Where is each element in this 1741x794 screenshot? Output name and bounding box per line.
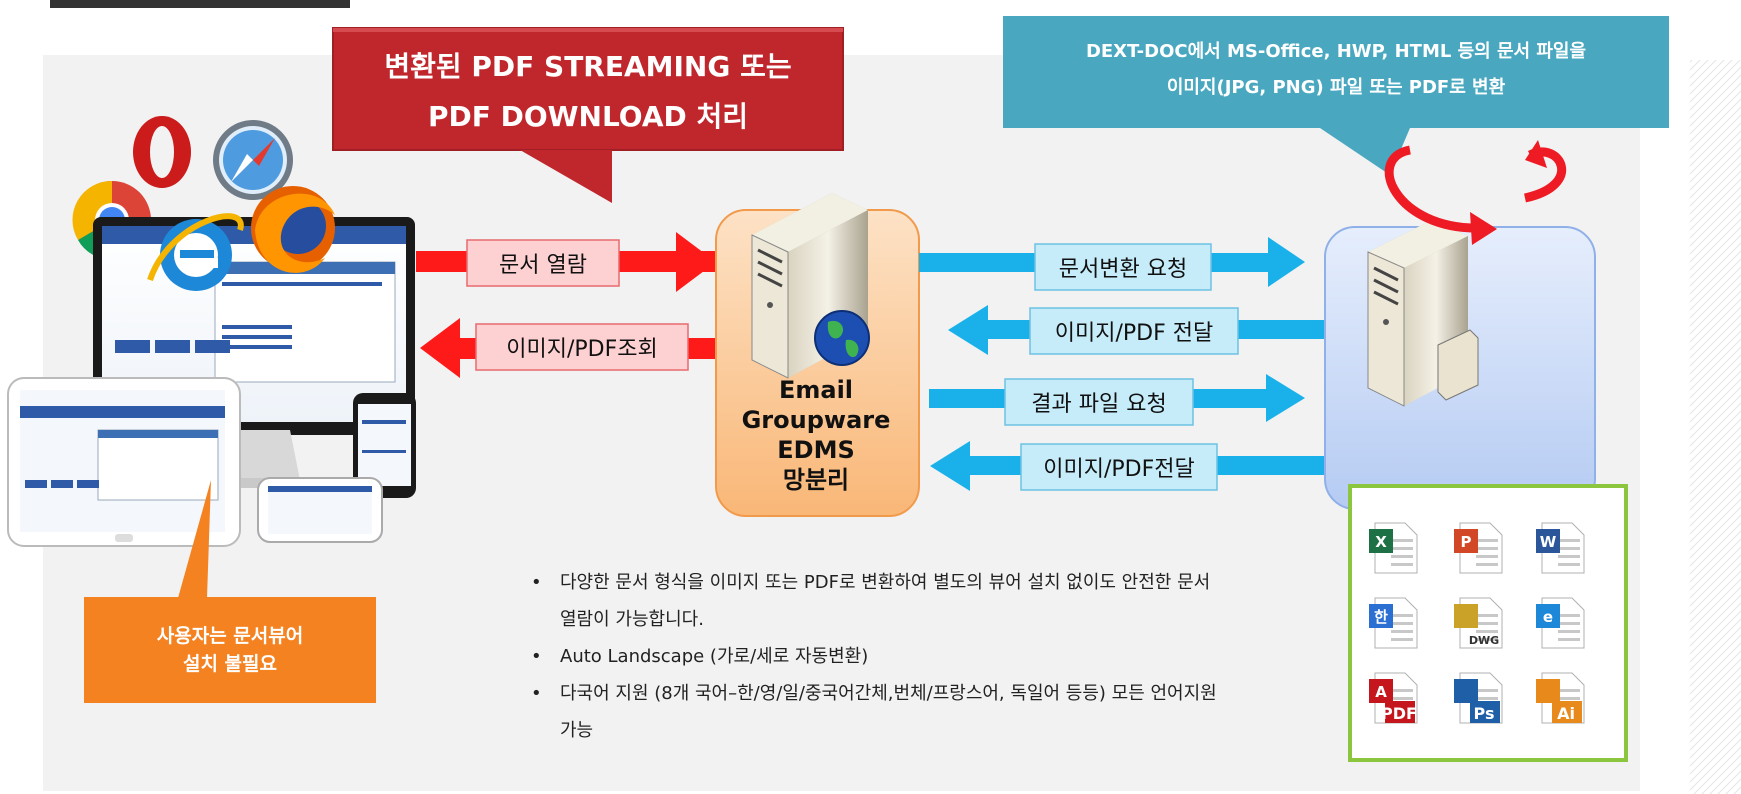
safari-icon: [213, 120, 293, 200]
user-callout-text: 사용자는 문서뷰어 설치 불필요: [84, 622, 376, 678]
pdf-streaming-callout-text: 변환된 PDF STREAMING 또는 PDF DOWNLOAD 처리: [333, 42, 843, 142]
user-line1: 사용자는 문서뷰어: [156, 625, 304, 647]
svg-text:X: X: [1375, 533, 1387, 551]
excel-icon: X: [1369, 522, 1418, 574]
server-line-network: 망분리: [782, 466, 850, 494]
dext-doc-line1: DEXT-DOC에서 MS-Office, HWP, HTML 등의 문서 파일…: [1085, 41, 1587, 62]
svg-text:P: P: [1461, 533, 1472, 551]
svg-text:A: A: [1375, 683, 1387, 701]
dwg-icon: DWG: [1454, 597, 1503, 649]
label-box-convert-request: [1034, 243, 1212, 291]
smartphone: [353, 393, 416, 498]
landscape-phone: [257, 477, 383, 543]
hwp-icon: 한: [1369, 597, 1418, 649]
photoshop-icon: Ps: [1454, 672, 1503, 724]
label-box-image-pdf-view: [475, 323, 689, 371]
pdf-streaming-line1: 변환된 PDF STREAMING 또는: [384, 50, 792, 83]
illustrator-icon: Ai: [1536, 672, 1585, 724]
ie-html-icon: e: [1536, 597, 1585, 649]
user-callout-pointer: [178, 480, 211, 598]
opera-icon: [133, 116, 191, 188]
server-line-edms: EDMS: [777, 436, 855, 464]
feature-bullets: 다양한 문서 형식을 이미지 또는 PDF로 변환하여 별도의 뷰어 설치 없이…: [525, 564, 1225, 749]
doc-open-label: 문서 열람: [499, 253, 587, 278]
tablet: [7, 377, 241, 547]
svg-text:한: 한: [1374, 608, 1388, 626]
doc-convert-request-label: 문서변환 요청: [1058, 257, 1188, 282]
image-pdf-deliver-2-label: 이미지/PDF전달: [1043, 457, 1195, 482]
central-server: [715, 193, 920, 517]
powerpoint-icon: P: [1454, 522, 1503, 574]
image-pdf-view-label: 이미지/PDF조회: [506, 337, 658, 362]
dext-doc-callout-text: DEXT-DOC에서 MS-Office, HWP, HTML 등의 문서 파일…: [1003, 34, 1669, 106]
bullet-item: 다국어 지원 (8개 국어–한/영/일/중국어간체,번체/프랑스어, 독일어 등…: [525, 675, 1225, 749]
server-line-groupware: Groupware: [741, 406, 891, 434]
svg-text:W: W: [1540, 533, 1557, 551]
result-file-request-label: 결과 파일 요청: [1031, 392, 1167, 417]
svg-text:e: e: [1543, 608, 1553, 626]
pdf-streaming-callout: [332, 27, 844, 203]
pdf-icon-label: PDF: [1381, 704, 1417, 723]
label-box-doc-open: [466, 239, 620, 287]
user-callout: [84, 597, 376, 703]
pdf-icon: A PDF: [1369, 672, 1418, 724]
word-icon: W: [1536, 522, 1585, 574]
convert-rotation-icon: [1384, 140, 1567, 245]
internet-explorer-icon: [147, 213, 244, 291]
dwg-icon-label: DWG: [1469, 634, 1499, 647]
image-pdf-deliver-1-label: 이미지/PDF 전달: [1054, 321, 1214, 346]
photoshop-icon-label: Ps: [1474, 704, 1495, 723]
central-server-label: Email Groupware EDMS 망분리: [716, 375, 916, 495]
dext-doc-line2: 이미지(JPG, PNG) 파일 또는 PDF로 변환: [1166, 77, 1506, 98]
decorative-hatch: [1690, 60, 1741, 794]
firefox-icon: [251, 186, 335, 273]
server-line-email: Email: [778, 376, 854, 404]
illustrator-icon-label: Ai: [1557, 704, 1575, 723]
user-line2: 설치 불필요: [182, 653, 277, 675]
header-fragment: [50, 0, 350, 8]
bullet-item: Auto Landscape (가로/세로 자동변환): [525, 638, 1225, 675]
dext-doc-server: [1324, 220, 1596, 510]
pdf-streaming-line2: PDF DOWNLOAD 처리: [427, 100, 749, 133]
label-box-deliver-2: [1020, 443, 1218, 491]
globe-icon: [814, 310, 870, 366]
label-box-result-request: [1004, 378, 1194, 426]
bullet-item: 다양한 문서 형식을 이미지 또는 PDF로 변환하여 별도의 뷰어 설치 없이…: [525, 564, 1225, 638]
file-icons-grid: X P W 한 DWG eA PDF Ps Ai: [1369, 522, 1585, 724]
label-box-deliver-1: [1029, 307, 1239, 355]
